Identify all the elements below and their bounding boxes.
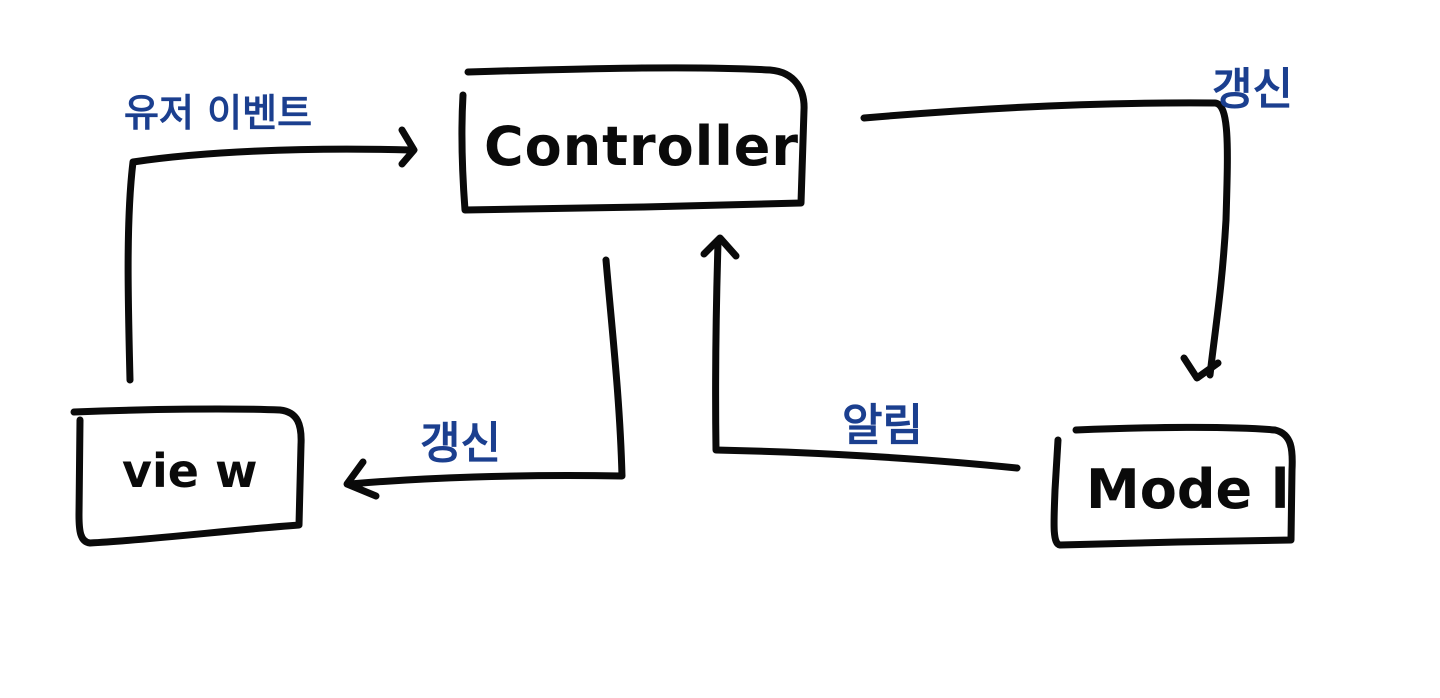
controller-to-model-arrow	[860, 99, 1231, 379]
model-to-controller-arrow	[712, 239, 1021, 472]
view-box	[70, 405, 305, 547]
controller-to-view-arrow	[346, 256, 626, 488]
notify-label: 알림	[842, 400, 923, 451]
view-to-controller-arrowhead	[398, 126, 418, 168]
model-box	[1050, 423, 1296, 549]
update-model-label: 갱신	[1212, 64, 1293, 115]
update-view-label: 갱신	[420, 418, 501, 469]
controller-to-model-arrowhead	[1180, 354, 1222, 382]
controller-to-view-arrowhead	[343, 458, 380, 500]
model-to-controller-arrowhead	[700, 234, 740, 260]
controller-label: Controller	[484, 115, 799, 178]
model-label: Mode l	[1086, 458, 1290, 521]
user-event-label: 유저 이벤트	[124, 91, 313, 135]
controller-box	[458, 64, 808, 214]
view-to-controller-arrow	[124, 145, 414, 384]
view-label: vie w	[122, 444, 258, 498]
